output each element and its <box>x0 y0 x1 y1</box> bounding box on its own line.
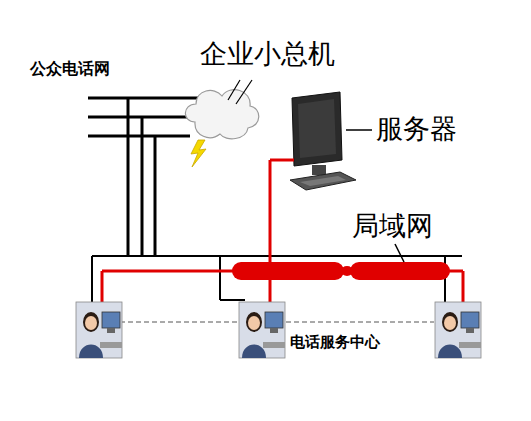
lightning-symbol <box>191 140 206 167</box>
leader-line <box>395 244 404 262</box>
leader-line <box>236 80 252 104</box>
lan-label: 局域网 <box>352 210 433 241</box>
staff-icon <box>239 302 285 358</box>
staff-icon <box>435 302 481 358</box>
server-label: 服务器 <box>376 113 457 144</box>
lan-segments <box>232 262 450 280</box>
staff-icon <box>76 302 122 358</box>
server-computer <box>290 92 356 190</box>
center-label: 电话服务中心 <box>290 334 380 351</box>
lan-cables <box>102 160 463 305</box>
leader-line <box>346 129 372 131</box>
pbx-cloud <box>185 90 258 139</box>
pbx-label: 企业小总机 <box>200 38 335 69</box>
network-label: 公众电话网 <box>30 60 110 78</box>
internal-phone-lines <box>92 256 462 305</box>
phone-lines <box>88 98 200 256</box>
leader-line <box>228 80 240 100</box>
